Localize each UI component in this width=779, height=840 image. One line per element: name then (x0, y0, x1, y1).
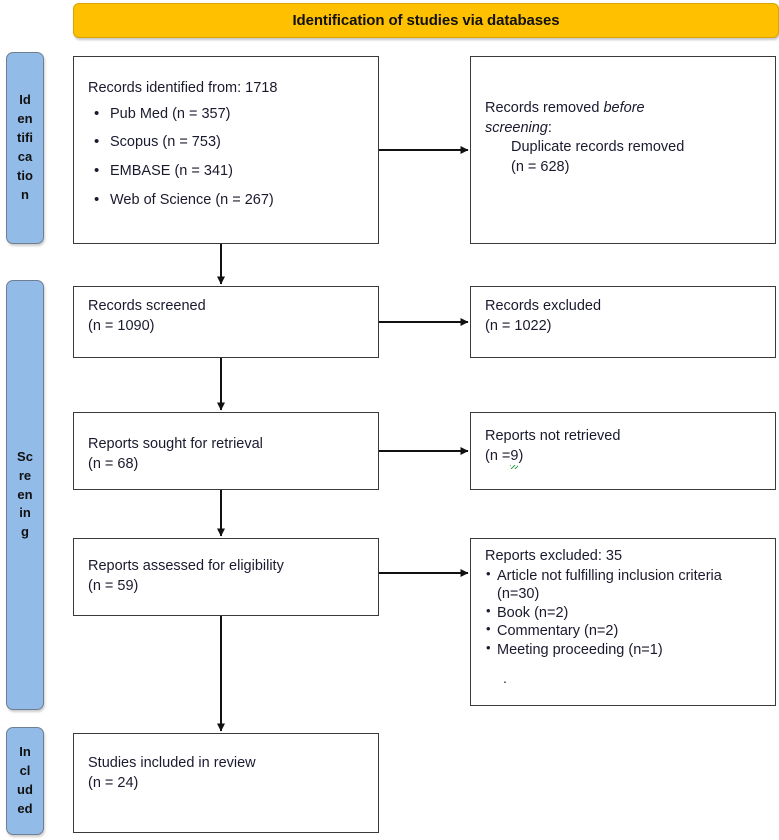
stage-label-identification: Id en tifi ca tio n (6, 52, 44, 244)
list-item: Article not fulfilling inclusion criteri… (486, 566, 763, 604)
removed-text-italic-screening: screening (485, 119, 548, 136)
box-line: Reports assessed for eligibility (88, 558, 284, 574)
list-item: Pub Med (n = 357) (94, 104, 366, 124)
stage-line: tio (17, 167, 33, 183)
box-records-excluded: Records excluded (n = 1022) (470, 286, 776, 358)
box-count: (n = 24) (88, 774, 139, 791)
box-count: (n =9 ) (485, 447, 763, 469)
duplicate-records-line: Duplicate records removed (511, 139, 685, 156)
box-reports-excluded: Reports excluded: 35 Article not fulfill… (470, 538, 776, 706)
box-count: (n = 59) (88, 577, 139, 594)
box-line: Records removed before (485, 99, 763, 119)
box-line: Reports not retrieved (485, 428, 621, 444)
list-item: Book (n=2) (486, 603, 763, 623)
removed-text-colon: : (547, 119, 552, 136)
identification-banner: Identification of studies via databases (73, 3, 779, 38)
box-reports-assessed-for-eligibility: Reports assessed for eligibility (n = 59… (73, 538, 379, 616)
database-source-list: Pub Med (n = 357) Scopus (n = 753) EMBAS… (88, 104, 366, 210)
list-item: Meeting proceeding (n=1) (486, 640, 763, 660)
stage-line: tifi (17, 130, 33, 146)
banner-title: Identification of studies via databases (292, 12, 560, 29)
stage-line: ed (17, 800, 33, 816)
box-line: screening: (485, 119, 763, 139)
stage-line: in (19, 505, 31, 521)
box-line: Records screened (88, 298, 206, 314)
box-reports-sought-for-retrieval: Reports sought for retrieval (n = 68) (73, 412, 379, 490)
exclusion-reason-list: Article not fulfilling inclusion criteri… (485, 566, 763, 660)
box-count: (n = 68) (88, 455, 139, 472)
stray-period-mark: . (503, 670, 507, 687)
stage-line: n (21, 186, 29, 202)
stage-line: cl (19, 763, 31, 779)
list-item: Scopus (n = 753) (94, 132, 366, 152)
box-records-identified: Records identified from: 1718 Pub Med (n… (73, 56, 379, 244)
stage-line: en (17, 111, 33, 127)
stage-line: g (21, 524, 29, 540)
box-count: (n = 1090) (88, 317, 155, 334)
stage-line: ud (17, 782, 33, 797)
stage-label-screening: Sc re en in g (6, 280, 44, 710)
box-line: Studies included in review (88, 755, 256, 771)
box-records-screened: Records screened (n = 1090) (73, 286, 379, 358)
stage-line: ca (17, 149, 33, 164)
stage-line: re (18, 467, 32, 483)
duplicate-records-count: (n = 628) (511, 158, 570, 175)
box-records-removed-before-screening: Records removed before screening: Duplic… (470, 56, 776, 244)
spellcheck-flagged-text: 9 (510, 447, 519, 469)
box-line: Records excluded (485, 298, 602, 314)
list-item: Commentary (n=2) (486, 621, 763, 641)
removed-text-italic-before: before (603, 100, 645, 116)
list-item: Web of Science (n = 267) (94, 190, 366, 210)
box-count: (n = 1022) (485, 317, 552, 334)
stage-line: Id (19, 92, 31, 108)
box-line: Reports sought for retrieval (88, 436, 263, 452)
count-suffix: ) (518, 447, 524, 464)
count-prefix: (n = (485, 447, 511, 464)
stage-line: In (19, 744, 31, 760)
box-reports-not-retrieved: Reports not retrieved (n =9 ) (470, 412, 776, 490)
stage-label-included: In cl ud ed (6, 727, 44, 835)
removed-text-pre: Records removed (485, 100, 604, 116)
stage-line: en (17, 486, 33, 502)
stage-line: Sc (17, 448, 33, 464)
box-heading: Reports excluded: 35 (485, 548, 623, 564)
box-studies-included-in-review: Studies included in review (n = 24) (73, 733, 379, 833)
list-item: EMBASE (n = 341) (94, 161, 366, 181)
box-heading: Records identified from: 1718 (88, 80, 278, 96)
